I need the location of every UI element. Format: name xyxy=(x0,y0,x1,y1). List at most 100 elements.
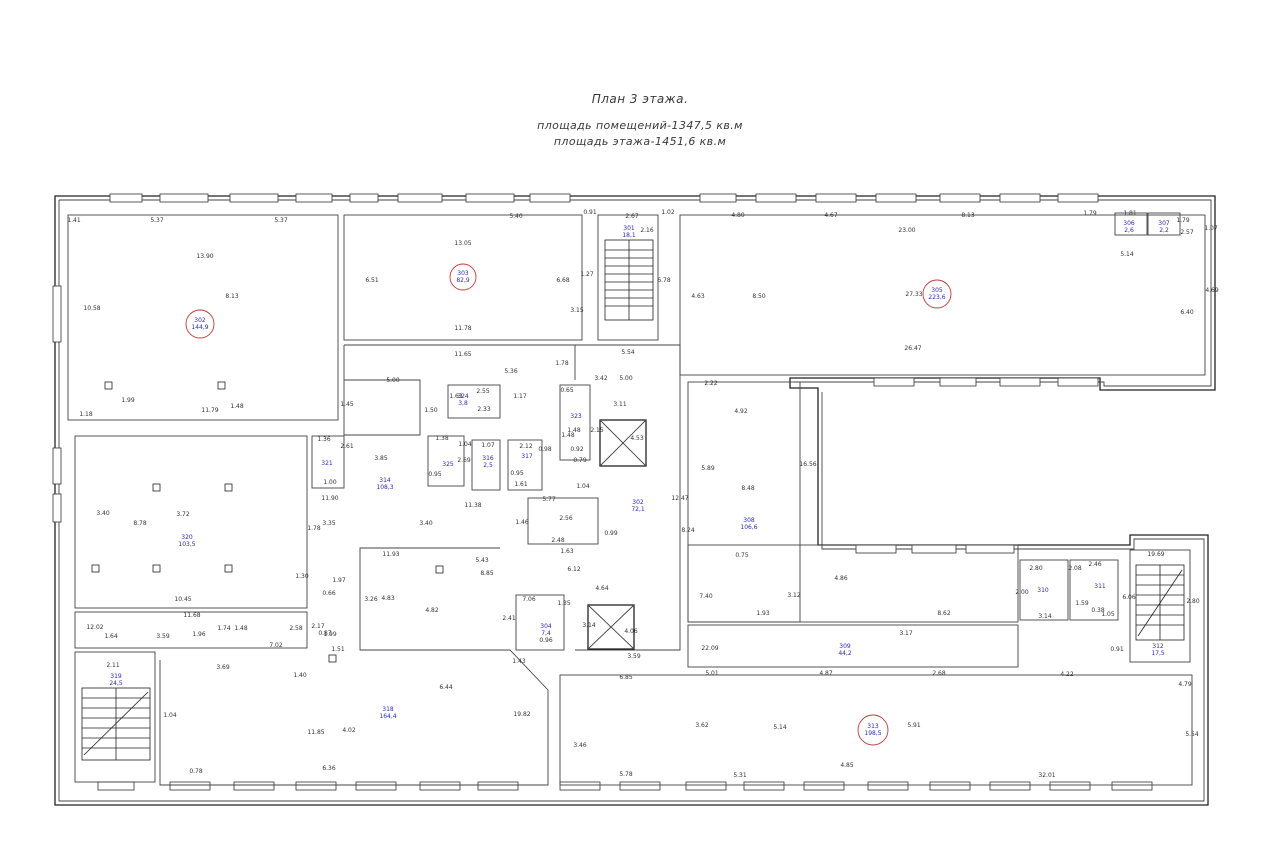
dimension-label: 1.74 xyxy=(217,625,231,632)
dimension-label: 2.55 xyxy=(476,388,490,395)
dimension-label: 6.68 xyxy=(556,277,570,284)
dimension-label: 2.00 xyxy=(1015,589,1029,596)
room-302-large-nw-number: 302 xyxy=(194,317,206,324)
dimension-label: 13.90 xyxy=(196,253,213,260)
dimension-label: 3.40 xyxy=(419,520,433,527)
internal-walls xyxy=(67,212,1206,786)
dimension-label: 3.14 xyxy=(582,622,596,629)
dimension-label: 1.99 xyxy=(121,397,135,404)
dimension-label: 2.48 xyxy=(551,537,565,544)
room-316-area: 2,5 xyxy=(483,462,493,469)
dimension-label: 27.33 xyxy=(905,291,922,298)
dimension-label: 2.80 xyxy=(1186,598,1200,605)
dimension-label: 6.44 xyxy=(439,684,453,691)
room-302-large-nw-marker xyxy=(185,309,215,339)
room-320-number: 320 xyxy=(181,534,193,541)
room-307-area: 2,2 xyxy=(1159,227,1169,234)
stairs-301 xyxy=(604,239,654,321)
room-307-number: 307 xyxy=(1158,220,1170,227)
dimension-label: 3.17 xyxy=(899,630,913,637)
room-301-stair-area: 18,1 xyxy=(622,232,636,239)
dimension-label: 1.50 xyxy=(424,407,438,414)
dimension-label: 6.36 xyxy=(322,765,336,772)
dimension-label: 2.17 xyxy=(311,623,325,630)
dimension-label: 1.40 xyxy=(293,672,307,679)
dimension-label: 1.81 xyxy=(1123,210,1137,217)
dimension-label: 0.91 xyxy=(583,209,597,216)
dimension-label: 4.86 xyxy=(834,575,848,582)
dimension-label: 11.93 xyxy=(382,551,399,558)
dimension-label: 2.22 xyxy=(704,380,718,387)
windows-left xyxy=(52,285,62,523)
dimension-label: 11.68 xyxy=(183,612,200,619)
room-labels: 302144,930382,930118,1305223,63062,63072… xyxy=(109,220,1170,746)
dimension-label: 4.82 xyxy=(425,607,439,614)
room-305-area: 223,6 xyxy=(928,294,945,301)
dimension-label: 0.65 xyxy=(560,387,574,394)
room-310-number: 310 xyxy=(1037,587,1049,594)
dimension-label: 1.64 xyxy=(104,633,118,640)
room-312-area: 17,5 xyxy=(1151,650,1165,657)
room-323-number: 323 xyxy=(570,413,582,420)
dimension-label: 8.24 xyxy=(681,527,695,534)
room-325-number: 325 xyxy=(442,461,454,468)
dimension-label: 5.00 xyxy=(619,375,633,382)
room-305-marker xyxy=(922,279,952,309)
dimension-label: 3.42 xyxy=(594,375,608,382)
dimension-label: 1.36 xyxy=(317,436,331,443)
dimension-label: 2.57 xyxy=(1180,229,1194,236)
plan-title: План 3 этажа. xyxy=(591,92,689,106)
dimension-label: 0.79 xyxy=(573,457,587,464)
dimension-label: 8.50 xyxy=(752,293,766,300)
dimension-label: 12.02 xyxy=(86,624,103,631)
dimension-label: 5.89 xyxy=(701,465,715,472)
dimension-label: 5.40 xyxy=(509,213,523,220)
room-319-number: 319 xyxy=(110,673,122,680)
dimension-label: 19.69 xyxy=(1147,551,1164,558)
dimension-label: 1.48 xyxy=(234,625,248,632)
room-303-number: 303 xyxy=(457,270,469,277)
dimension-label: 2.46 xyxy=(1088,561,1102,568)
dimension-label: 3.12 xyxy=(787,592,801,599)
dimension-label: 6.85 xyxy=(619,674,633,681)
dimension-label: 1.59 xyxy=(1075,600,1089,607)
dimension-label: 11.65 xyxy=(454,351,471,358)
dimension-label: 3.69 xyxy=(216,664,230,671)
dimension-label: 1.17 xyxy=(513,393,527,400)
dimension-label: 3.40 xyxy=(96,510,110,517)
room-304-number: 304 xyxy=(540,623,552,630)
room-311-number: 311 xyxy=(1094,583,1106,590)
dimension-label: 3.26 xyxy=(364,596,378,603)
dimension-label: 2.15 xyxy=(590,427,604,434)
dimension-label: 10.58 xyxy=(83,305,100,312)
dimension-label: 11.38 xyxy=(464,502,481,509)
floor-area-label: площадь этажа-1451,6 кв.м xyxy=(553,135,727,148)
dimension-label: 1.00 xyxy=(323,479,337,486)
dimension-label: 7.06 xyxy=(522,596,536,603)
dimension-label: 6.06 xyxy=(1122,594,1136,601)
room-319-area: 24,5 xyxy=(109,680,123,687)
room-306-number: 306 xyxy=(1123,220,1135,227)
dimension-label: 0.87 xyxy=(318,630,332,637)
dimension-label: 1.48 xyxy=(561,432,575,439)
dimension-label: 4.22 xyxy=(1060,671,1074,678)
dimension-label: 4.80 xyxy=(731,212,745,219)
dimension-label: 5.37 xyxy=(274,217,288,224)
dimension-label: 2.33 xyxy=(477,406,491,413)
windows-top xyxy=(109,193,1099,554)
dimension-label: 1.30 xyxy=(295,573,309,580)
room-308-number: 308 xyxy=(743,517,755,524)
room-320-area: 103,5 xyxy=(178,541,195,548)
dimension-label: 0.78 xyxy=(189,768,203,775)
dimension-label: 1.79 xyxy=(1083,210,1097,217)
dimension-label: 3.14 xyxy=(1038,613,1052,620)
dimension-label: 1.63 xyxy=(560,548,574,555)
room-314-area: 108,3 xyxy=(376,484,393,491)
dimension-label: 2.80 xyxy=(1029,565,1043,572)
dimension-label: 19.82 xyxy=(513,711,530,718)
dimension-label: 0.66 xyxy=(322,590,336,597)
dimension-label: 11.79 xyxy=(201,407,218,414)
room-302-corridor-area: 72,1 xyxy=(631,506,645,513)
dimension-label: 2.61 xyxy=(340,443,354,450)
